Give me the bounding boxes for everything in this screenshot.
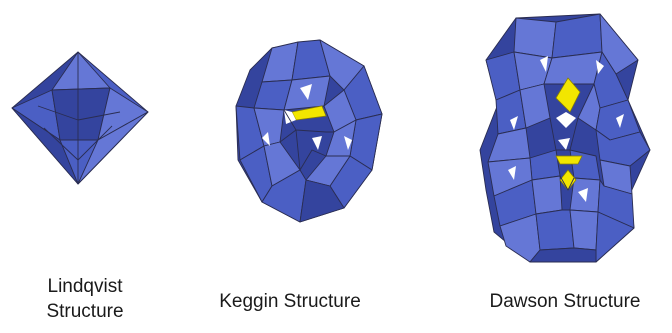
- lindqvist-caption-line2: Structure: [46, 301, 124, 322]
- lindqvist-caption-line1: Lindqvist: [47, 276, 123, 297]
- keggin-model: [235, 39, 383, 223]
- lindqvist-model: [11, 51, 149, 185]
- dawson-upper-tetrahedron: [555, 77, 581, 113]
- dawson-caption: Dawson Structure: [489, 291, 641, 312]
- dawson-model: [479, 13, 651, 263]
- lindqvist-caption: Lindqvist Structure: [20, 274, 150, 324]
- keggin-caption: Keggin Structure: [219, 291, 361, 312]
- dawson-lower-tetrahedron: [555, 155, 583, 165]
